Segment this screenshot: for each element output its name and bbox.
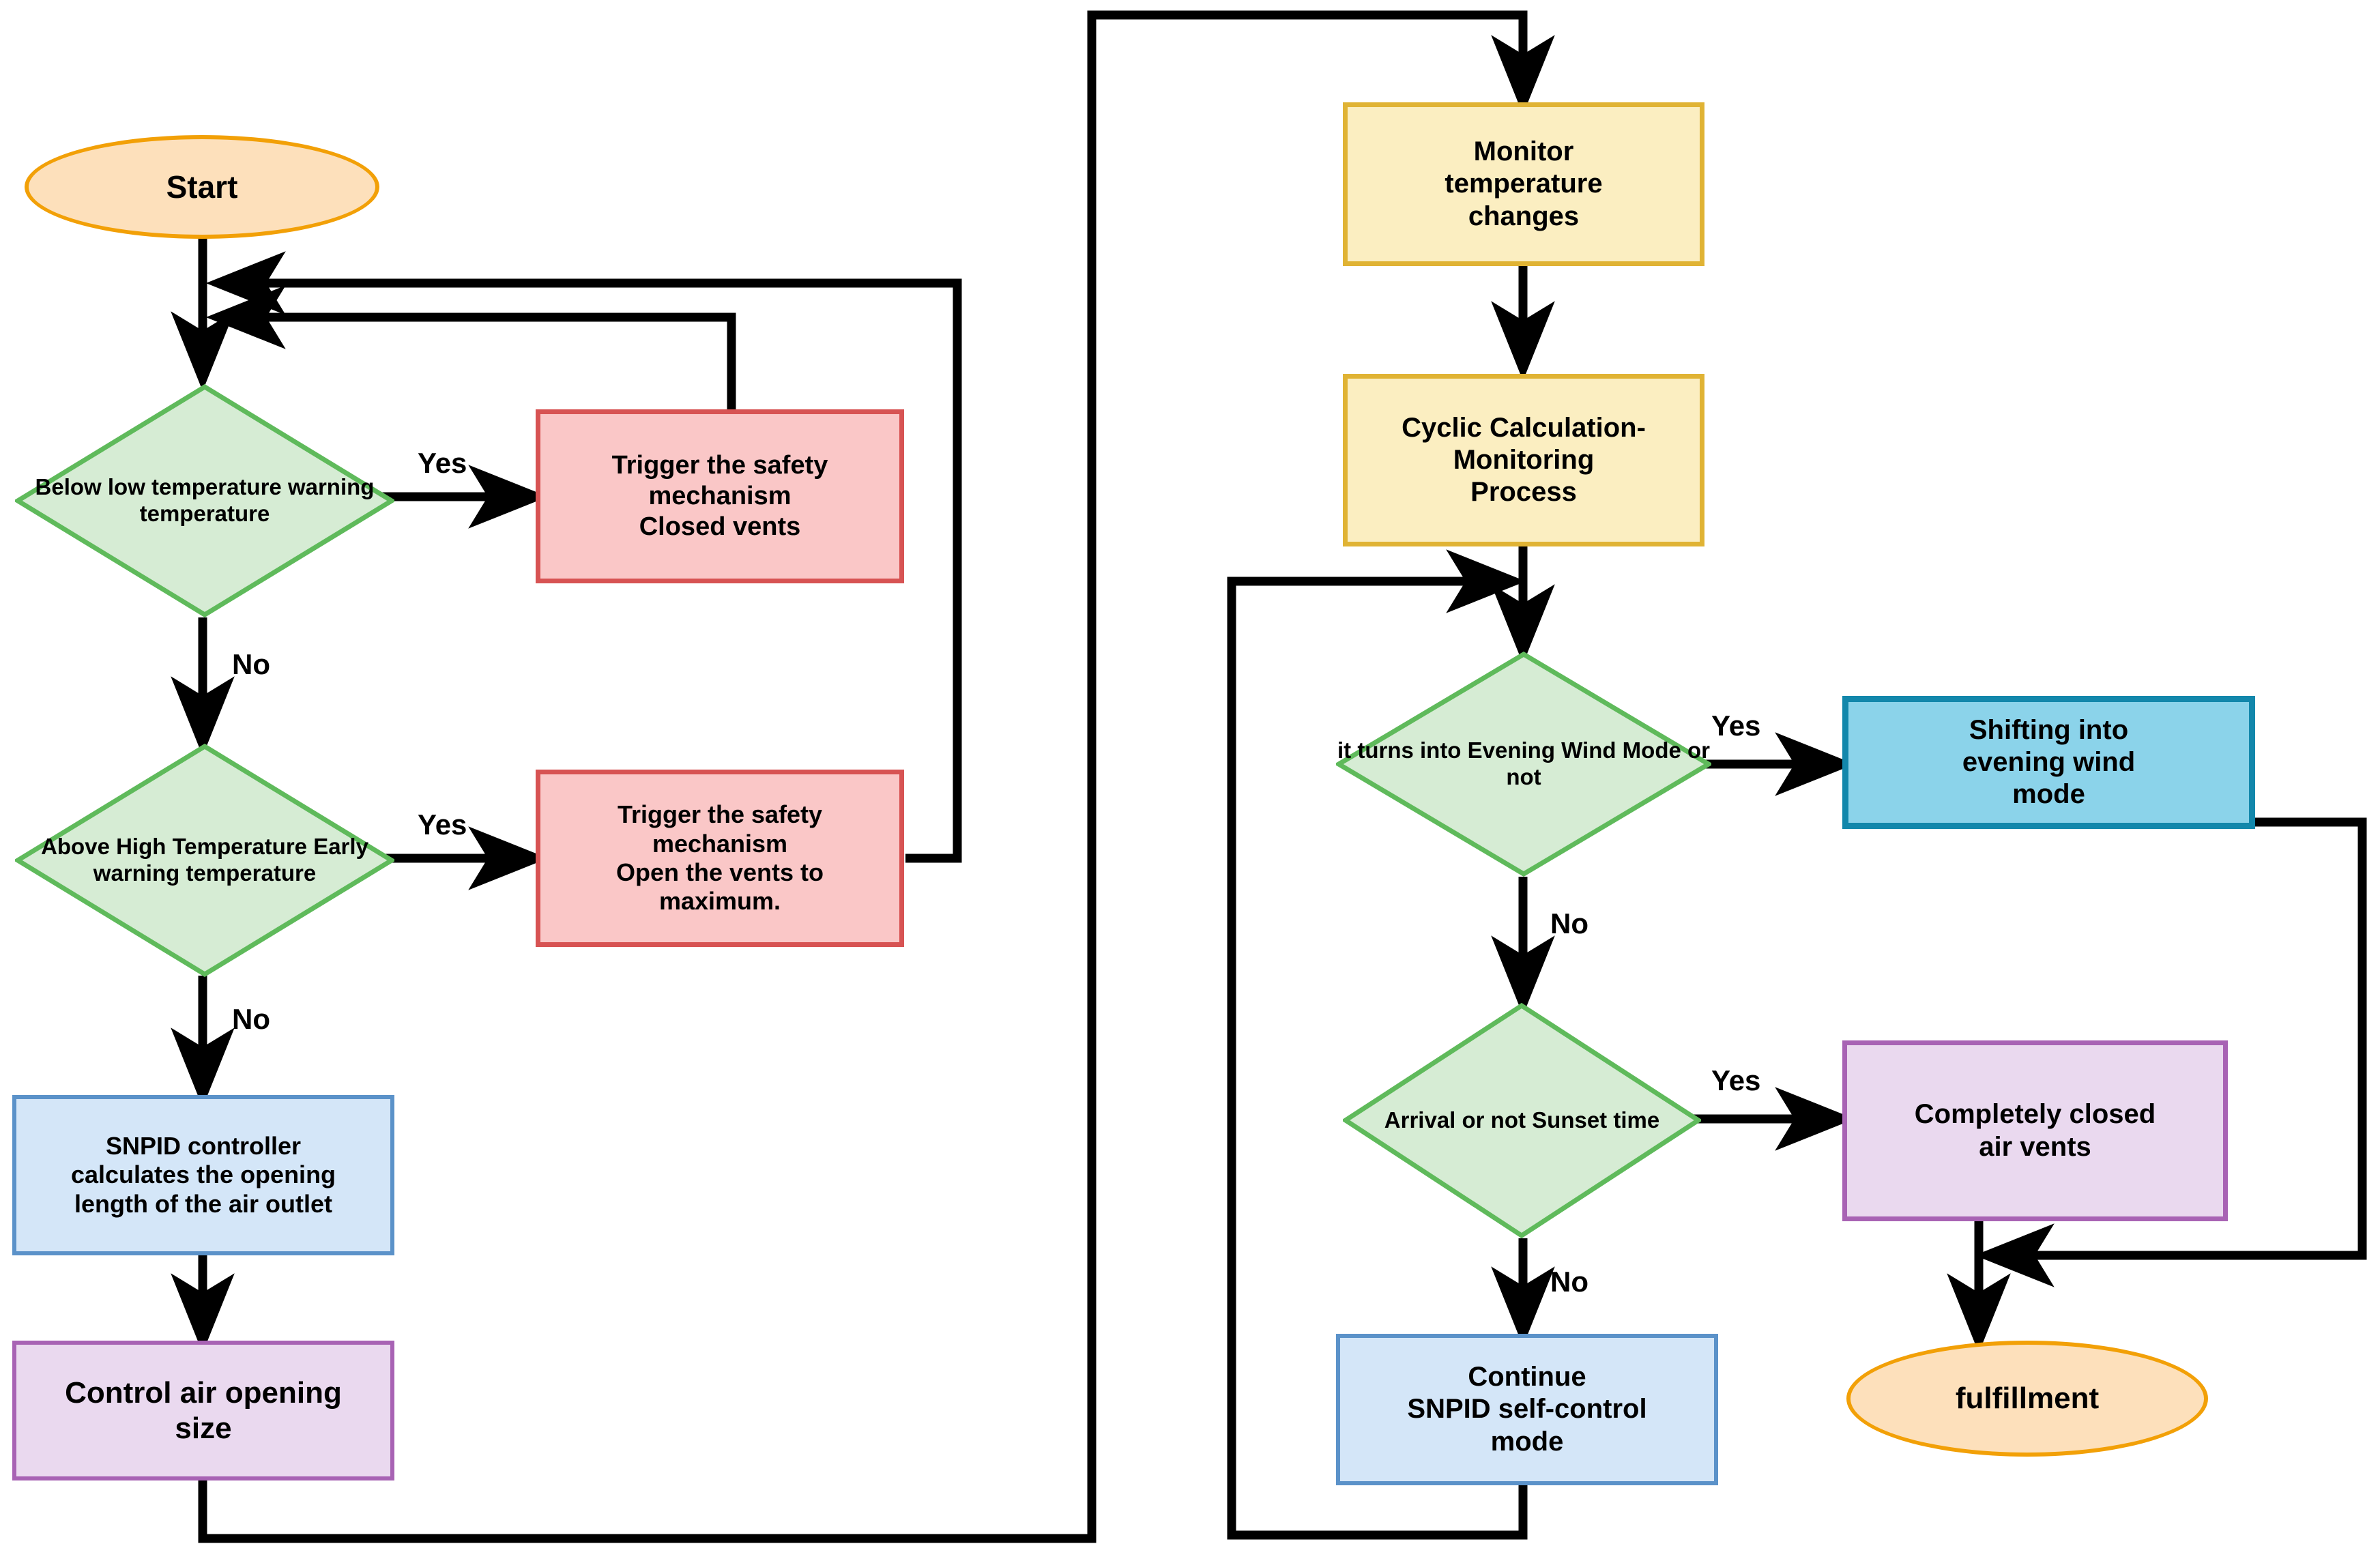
node-below-low-label: Below low temperature warning temperatur… [35, 474, 375, 526]
edge-label-yes-below-low: Yes [418, 447, 467, 479]
node-continue-snpid-label: Continue SNPID self-control mode [1407, 1362, 1647, 1457]
edge-label-yes-above-high: Yes [418, 808, 467, 841]
node-safety-open-label: Trigger the safety mechanism Open the ve… [615, 800, 824, 916]
decision-diamond-shape [1336, 652, 1711, 877]
node-safety-close[interactable]: Trigger the safety mechanism Closed vent… [536, 409, 904, 583]
edge-safetyclose-feedback [205, 285, 736, 409]
edge-shift-to-fulfillment [1974, 817, 2367, 1287]
node-below-low[interactable]: Below low temperature warning temperatur… [15, 384, 394, 617]
node-safety-open[interactable]: Trigger the safety mechanism Open the ve… [536, 770, 904, 947]
node-sunset-dec[interactable]: Arrival or not Sunset time [1343, 1003, 1701, 1238]
edge-label-no-above-high: No [232, 1003, 270, 1035]
node-monitor[interactable]: Monitor temperature changes [1343, 102, 1704, 266]
decision-diamond-shape [15, 744, 394, 977]
node-snpid-calc[interactable]: SNPID controller calculates the opening … [12, 1095, 394, 1255]
node-cyclic-label: Cyclic Calculation- Monitoring Process [1402, 412, 1646, 508]
edge-label-no-sunset: No [1550, 1266, 1588, 1298]
node-evening-dec[interactable]: it turns into Evening Wind Mode or not [1336, 652, 1711, 877]
node-sunset-dec-label: Arrival or not Sunset time [1384, 1107, 1660, 1133]
edge-label-yes-evening: Yes [1711, 710, 1761, 742]
edge-continue-feedback [1227, 549, 1528, 1540]
node-snpid-calc-label: SNPID controller calculates the opening … [70, 1131, 336, 1218]
node-control-air[interactable]: Control air opening size [12, 1341, 394, 1480]
node-monitor-label: Monitor temperature changes [1445, 136, 1603, 231]
edge-safetyopen-feedback [205, 251, 962, 863]
node-closed-vents[interactable]: Completely closed air vents [1842, 1040, 2228, 1221]
decision-diamond-shape [1343, 1003, 1701, 1238]
node-shift-evening[interactable]: Shifting into evening wind mode [1842, 696, 2255, 829]
node-control-air-label: Control air opening size [65, 1375, 342, 1445]
edge-label-yes-sunset: Yes [1711, 1064, 1761, 1096]
edge-control-to-monitor [198, 10, 1555, 1543]
edge-label-no-evening: No [1550, 907, 1588, 939]
node-closed-vents-label: Completely closed air vents [1914, 1099, 2156, 1162]
node-fulfillment[interactable]: fulfillment [1846, 1341, 2208, 1457]
node-above-high[interactable]: Above High Temperature Early warning tem… [15, 744, 394, 977]
node-cyclic[interactable]: Cyclic Calculation- Monitoring Process [1343, 374, 1704, 546]
decision-diamond-shape [15, 384, 394, 617]
node-continue-snpid[interactable]: Continue SNPID self-control mode [1336, 1334, 1718, 1485]
node-start-label: Start [166, 169, 238, 205]
node-fulfillment-label: fulfillment [1955, 1382, 2100, 1416]
edge-label-no-below-low: No [232, 648, 270, 680]
node-evening-dec-label: it turns into Evening Wind Mode or not [1337, 738, 1710, 789]
node-above-high-label: Above High Temperature Early warning tem… [41, 834, 368, 886]
node-safety-close-label: Trigger the safety mechanism Closed vent… [611, 451, 828, 541]
node-start[interactable]: Start [25, 135, 379, 239]
node-shift-evening-label: Shifting into evening wind mode [1962, 714, 2136, 810]
